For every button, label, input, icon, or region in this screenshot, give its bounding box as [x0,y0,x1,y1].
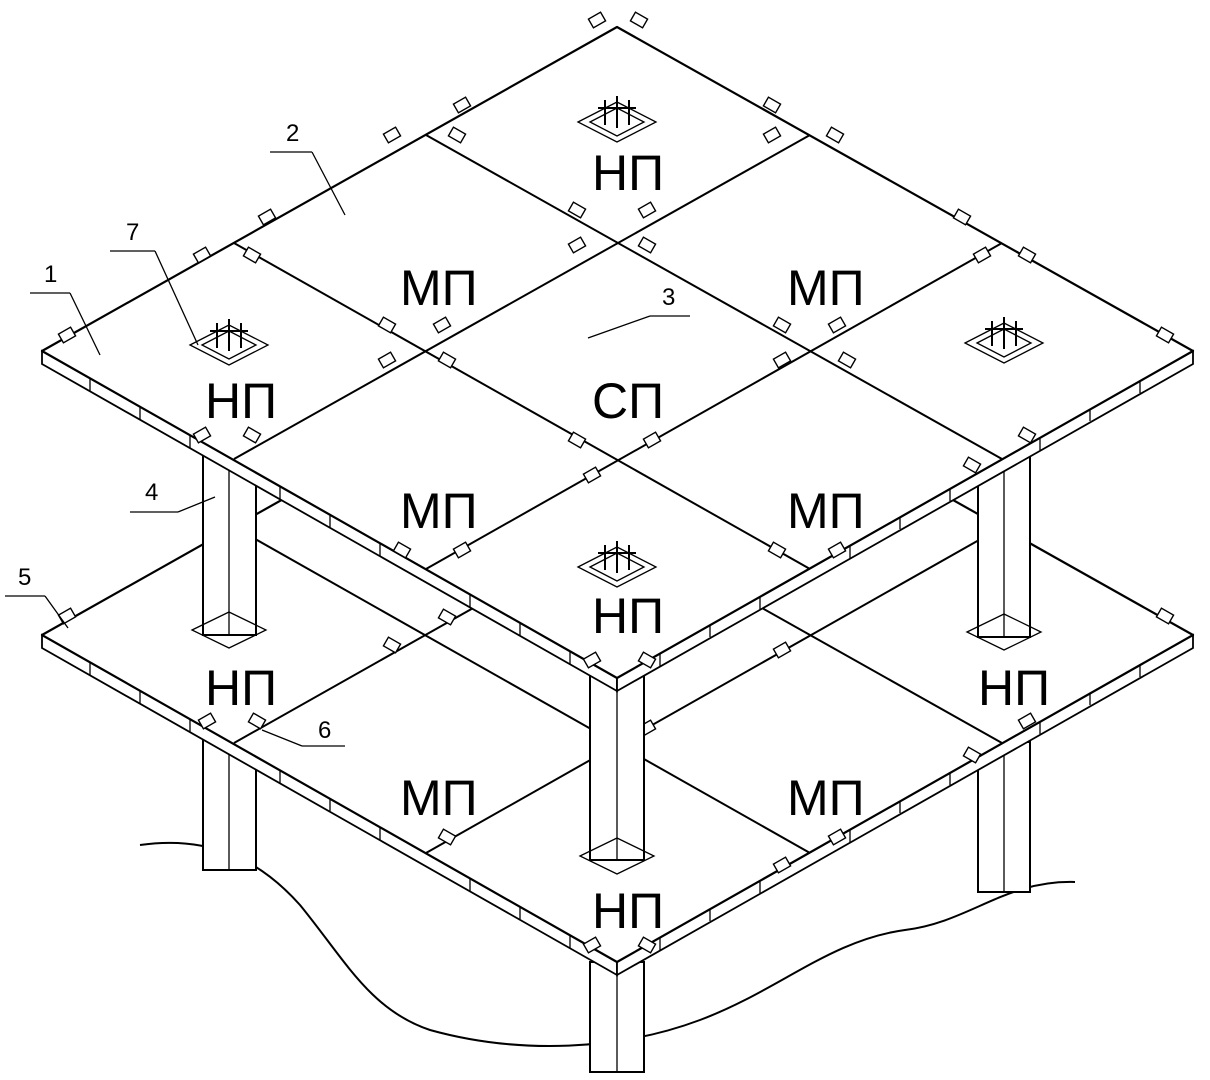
callout-4: 4 [130,479,216,513]
column-front [578,674,656,875]
callout-2: 2 [270,120,346,216]
label-lower-left-corner: НП [205,660,277,716]
ground-cut-line [139,841,1076,1047]
anchor-bolt-block-back [576,96,658,143]
label-upper-front-corner: НП [592,588,664,644]
column-right [965,454,1043,651]
label-lower-front-corner: НП [592,883,664,939]
label-upper-mid-front-left: МП [400,483,478,539]
label-lower-mid-front-left: МП [400,770,478,826]
anchor-bolt-block-front [576,541,658,588]
callout-6: 6 [261,717,345,747]
callout-5-number: 5 [18,564,31,591]
column-left [190,454,268,649]
callout-1: 1 [30,261,101,356]
ground-column-front [589,961,645,1073]
label-upper-center: СП [592,373,664,429]
callout-1-number: 1 [44,261,57,288]
label-upper-mid-back-right: МП [787,260,865,316]
label-lower-right-corner: НП [978,660,1050,716]
upper-floor-edge-ribs [89,379,1141,666]
label-upper-left-corner: НП [205,373,277,429]
label-upper-mid-back-left: МП [400,260,478,316]
anchor-bolt-block-left [188,319,270,366]
label-upper-mid-front-right: МП [787,483,865,539]
upper-floor-panel-joints [233,134,1003,570]
upper-floor [40,11,1195,693]
callout-2-number: 2 [286,120,299,147]
callout-4-number: 4 [145,479,158,506]
label-upper-back-corner: НП [592,145,664,201]
label-lower-mid-front-right: МП [787,770,865,826]
anchor-bolt-block-right [963,317,1045,364]
callout-3: 3 [587,284,690,339]
callout-7-number: 7 [126,219,139,246]
callout-3-number: 3 [662,284,675,311]
callout-5: 5 [5,564,69,629]
callout-6-number: 6 [318,717,331,744]
lower-floor-edge-ribs [89,663,1141,950]
callout-7: 7 [110,219,199,346]
ground-column-right [977,741,1031,893]
upper-floor-connection-pads [57,11,1175,669]
